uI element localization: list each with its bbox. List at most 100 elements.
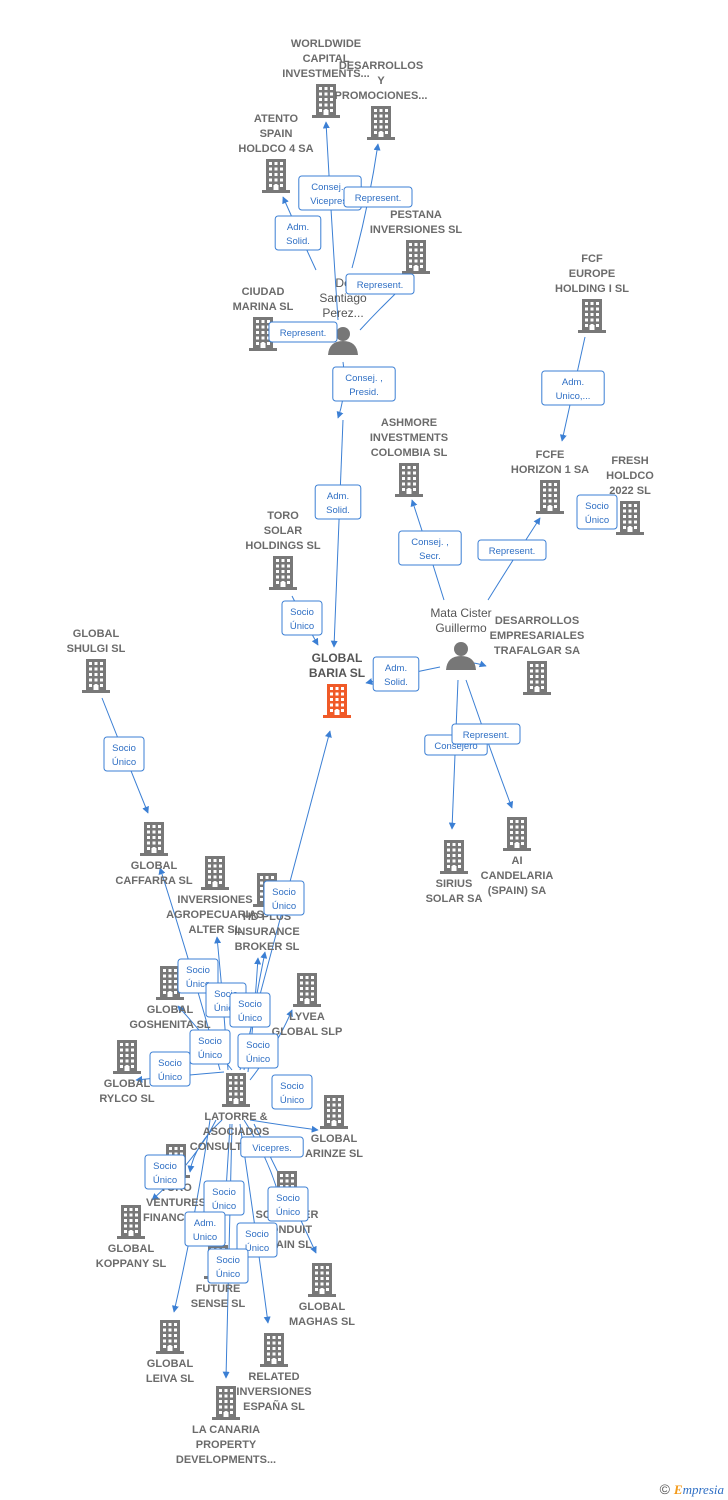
node-label-line: INVESTMENTS... [282,68,369,80]
relation-edge [330,419,344,648]
role-box-frame [236,1222,278,1258]
node-label-line: VENTURES [146,1197,206,1209]
role-box-frame [345,273,415,295]
role-text: Único [212,1201,236,1212]
node-label-line: EMPRESARIALES [490,630,585,642]
node-label-line: BARIA SL [309,666,365,680]
node-label-line: (SPAIN) SA [488,885,547,897]
role-text: Represent. [463,730,509,741]
node-label-line: WORLDWIDE [291,38,361,50]
role-text: Socio [153,1161,177,1172]
role-text: Único [245,1243,269,1254]
role-text: Represent. [489,546,535,557]
building-icon [117,1205,145,1239]
node-label-line: AGROPECUARIAS [166,909,264,921]
relation-role-label[interactable]: Adm.Solid. [314,484,362,520]
relation-role-label[interactable]: Adm.Unico [184,1211,226,1247]
node-label-line: HOLDCO [606,470,654,482]
role-box-frame [274,215,322,251]
node-label-line: MAGHAS SL [289,1316,355,1328]
role-text: Único [246,1054,270,1065]
node-label-line: GLOBAL [73,628,120,640]
node-label-line: SOLAR [264,525,303,537]
relation-role-label[interactable]: Represent. [268,321,338,343]
relation-role-label[interactable]: Represent. [477,539,547,561]
node-label-line: CANDELARIA [481,870,554,882]
role-text: Solid. [326,505,350,516]
role-text: Adm. [385,663,407,674]
role-text: Consej. , [311,182,349,193]
role-text: Único [238,1013,262,1024]
role-box-frame [576,494,618,530]
role-box-frame [477,539,547,561]
company-node[interactable]: DESARROLLOSYPROMOCIONES... [335,60,428,140]
role-text: Socio [585,501,609,512]
node-label-line: HOLDINGS SL [245,540,320,552]
role-text: Socio [212,1187,236,1198]
relation-role-label[interactable]: Consej. ,Secr. [398,530,462,566]
relation-role-label[interactable]: Represent. [343,186,413,208]
relation-role-label[interactable]: Represent. [345,273,415,295]
role-text: Socio [276,1193,300,1204]
relation-edge [249,1119,319,1133]
relation-role-label[interactable]: Vicepres. [240,1136,304,1158]
footer-brand: ©Empresia [660,1481,724,1498]
company-node[interactable]: LA CANARIAPROPERTYDEVELOPMENTS... [176,1386,276,1466]
role-text: Único [214,1003,238,1014]
building-icon [523,661,551,695]
relation-role-label[interactable]: Adm.Unico,... [541,370,605,406]
building-icon [320,1095,348,1129]
node-label-line: GLOBAL [108,1243,155,1255]
node-label-line: ASOCIADOS [203,1126,270,1138]
role-text: Secr. [419,551,441,562]
role-text: Solid. [384,677,408,688]
relation-role-label[interactable]: Represent. [451,723,521,745]
role-box-frame [314,484,362,520]
role-box-frame [343,186,413,208]
relation-role-label[interactable]: Adm. Solid. [372,656,420,692]
relation-role-label[interactable]: Adm.Solid. [274,215,322,251]
role-text: Socio [214,989,238,1000]
relation-role-label[interactable]: Consej. ,Presid. [332,366,396,402]
company-node[interactable]: WORLDWIDECAPITALINVESTMENTS... [282,38,370,118]
